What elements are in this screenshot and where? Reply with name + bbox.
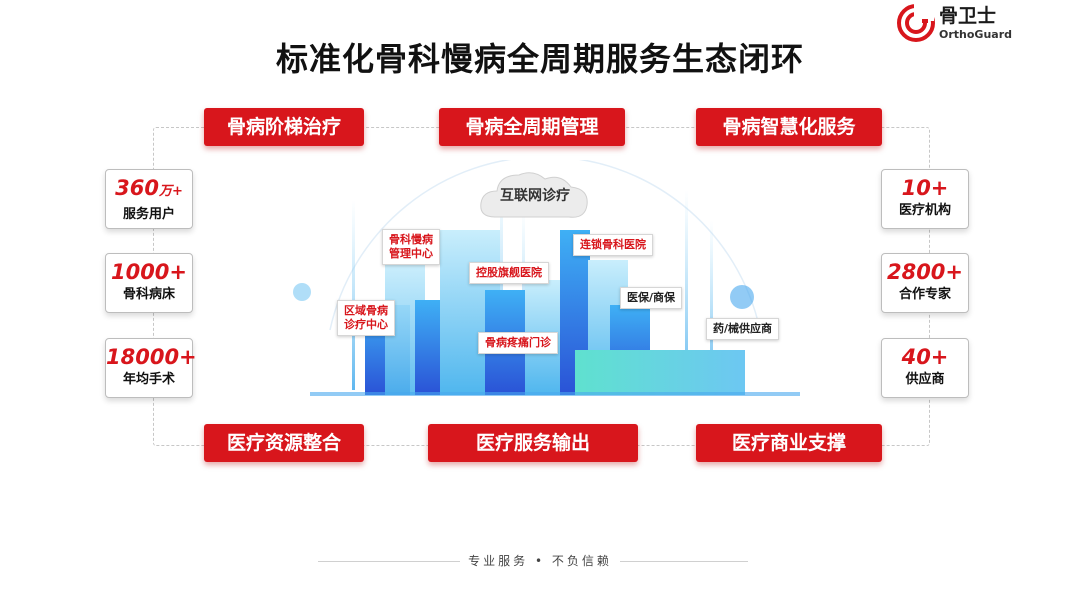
stat-beds-value: 1000+: [110, 260, 188, 284]
page-title: 标准化骨科慢病全周期服务生态闭环: [275, 40, 804, 78]
button-service-output[interactable]: 医疗服务输出: [428, 424, 638, 462]
stat-users-label: 服务用户: [122, 207, 175, 222]
stat-suppliers-value: 40+: [901, 345, 949, 369]
cloud-label-internet-clinic: 互联网诊疗: [500, 188, 570, 204]
stat-institutions: 10+ 医疗机构: [881, 169, 969, 229]
stat-experts-label: 合作专家: [898, 287, 951, 302]
tag-pain-clinic: 骨病疼痛门诊: [478, 332, 558, 354]
stat-experts-value: 2800+: [886, 260, 964, 284]
tag-chronic-management-center: 骨科慢病 管理中心: [382, 229, 440, 265]
stat-users-value: 360: [115, 176, 159, 200]
button-full-cycle-management[interactable]: 骨病全周期管理: [439, 108, 625, 146]
stat-institutions-label: 医疗机构: [898, 203, 951, 218]
tag-mgmt-line2: 管理中心: [389, 247, 433, 260]
stat-experts: 2800+ 合作专家: [881, 253, 969, 313]
button-resource-integration[interactable]: 医疗资源整合: [204, 424, 364, 462]
brand-name: 骨卫士: [939, 5, 997, 27]
orthoguard-logo-icon: [897, 3, 935, 42]
tag-chain-hospital: 连锁骨科医院: [573, 234, 653, 256]
footer-wrap: 专业服务 • 不负信赖: [0, 552, 1080, 569]
stat-suppliers: 40+ 供应商: [881, 338, 969, 398]
tag-mgmt-line1: 骨科慢病: [389, 233, 433, 246]
tag-insurance: 医保/商保: [620, 287, 683, 309]
tag-flagship-hospital: 控股旗舰医院: [469, 262, 549, 284]
tag-pharma-supplier: 药/械供应商: [706, 318, 780, 340]
button-tiered-treatment[interactable]: 骨病阶梯治疗: [204, 108, 364, 146]
tag-region-line1: 区域骨病: [344, 304, 388, 317]
tag-regional-center: 区域骨病 诊疗中心: [337, 300, 395, 336]
stat-institutions-value: 10+: [901, 176, 949, 200]
stat-surgeries-label: 年均手术: [122, 372, 175, 387]
cloud-icon: [480, 172, 588, 218]
brand-subtitle: OrthoGuard: [939, 28, 1013, 41]
stat-users-unit: 万+: [158, 184, 183, 199]
stat-surgeries: 18000+ 年均手术: [105, 338, 197, 398]
button-smart-service[interactable]: 骨病智慧化服务: [696, 108, 882, 146]
button-commercial-support[interactable]: 医疗商业支撑: [696, 424, 882, 462]
stat-beds: 1000+ 骨科病床: [105, 253, 193, 313]
tag-region-line2: 诊疗中心: [344, 318, 388, 331]
stat-surgeries-value: 18000+: [106, 345, 197, 369]
stat-beds-label: 骨科病床: [122, 287, 175, 302]
stat-suppliers-label: 供应商: [905, 372, 945, 387]
stat-users: 360万+ 服务用户: [105, 169, 193, 229]
footer-slogan: 专业服务 • 不负信赖: [460, 554, 620, 568]
